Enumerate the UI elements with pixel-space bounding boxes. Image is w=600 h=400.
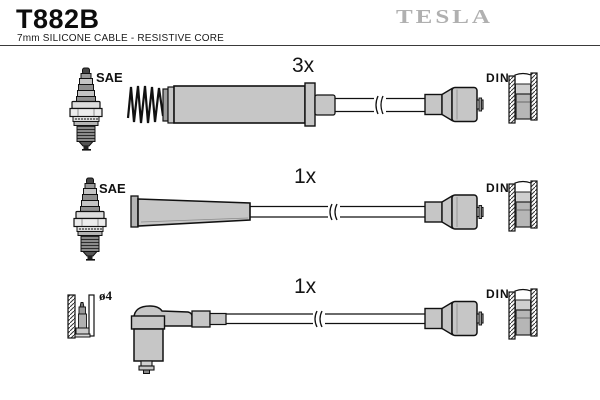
row1-spark-plug-icon	[69, 67, 103, 152]
row3-elbow-boot	[130, 305, 227, 374]
row2-quantity-label: 1x	[294, 165, 317, 188]
row1-din-label: DIN	[486, 71, 510, 85]
row2-sae-label: SAE	[99, 181, 126, 196]
row3-din-label: DIN	[486, 287, 510, 301]
row2-distributor-connector	[424, 194, 484, 230]
row2-spark-plug-icon	[73, 177, 107, 262]
row3-cable-line	[226, 313, 425, 325]
row2-cable-break-icon	[328, 203, 340, 221]
row1-din-socket-icon	[508, 72, 538, 124]
header-divider	[0, 45, 600, 46]
row2-din-socket-icon	[508, 180, 538, 232]
row1-distributor-connector	[424, 86, 484, 123]
tesla-logo: TESLA	[396, 6, 493, 29]
row3-diameter-label: ø4	[99, 288, 112, 303]
cable-spec-subtitle: 7mm SILICONE CABLE - RESISTIVE CORE	[17, 33, 225, 44]
row3-din-socket-icon	[508, 288, 538, 340]
row1-coil-spring-icon	[126, 85, 165, 124]
row2-cable-boot	[130, 195, 251, 228]
row1-sae-label: SAE	[96, 70, 123, 85]
row1-cable-break-icon	[374, 95, 386, 115]
row3-socket-pin-icon	[67, 294, 95, 339]
row3-distributor-connector	[424, 300, 484, 337]
row3-cable-break-icon	[313, 310, 325, 328]
part-number: T882B	[16, 4, 100, 34]
row3-quantity-label: 1x	[294, 275, 317, 298]
row2-din-label: DIN	[486, 181, 510, 195]
row1-quantity-label: 3x	[292, 54, 315, 77]
row1-cable-boot	[162, 82, 336, 127]
